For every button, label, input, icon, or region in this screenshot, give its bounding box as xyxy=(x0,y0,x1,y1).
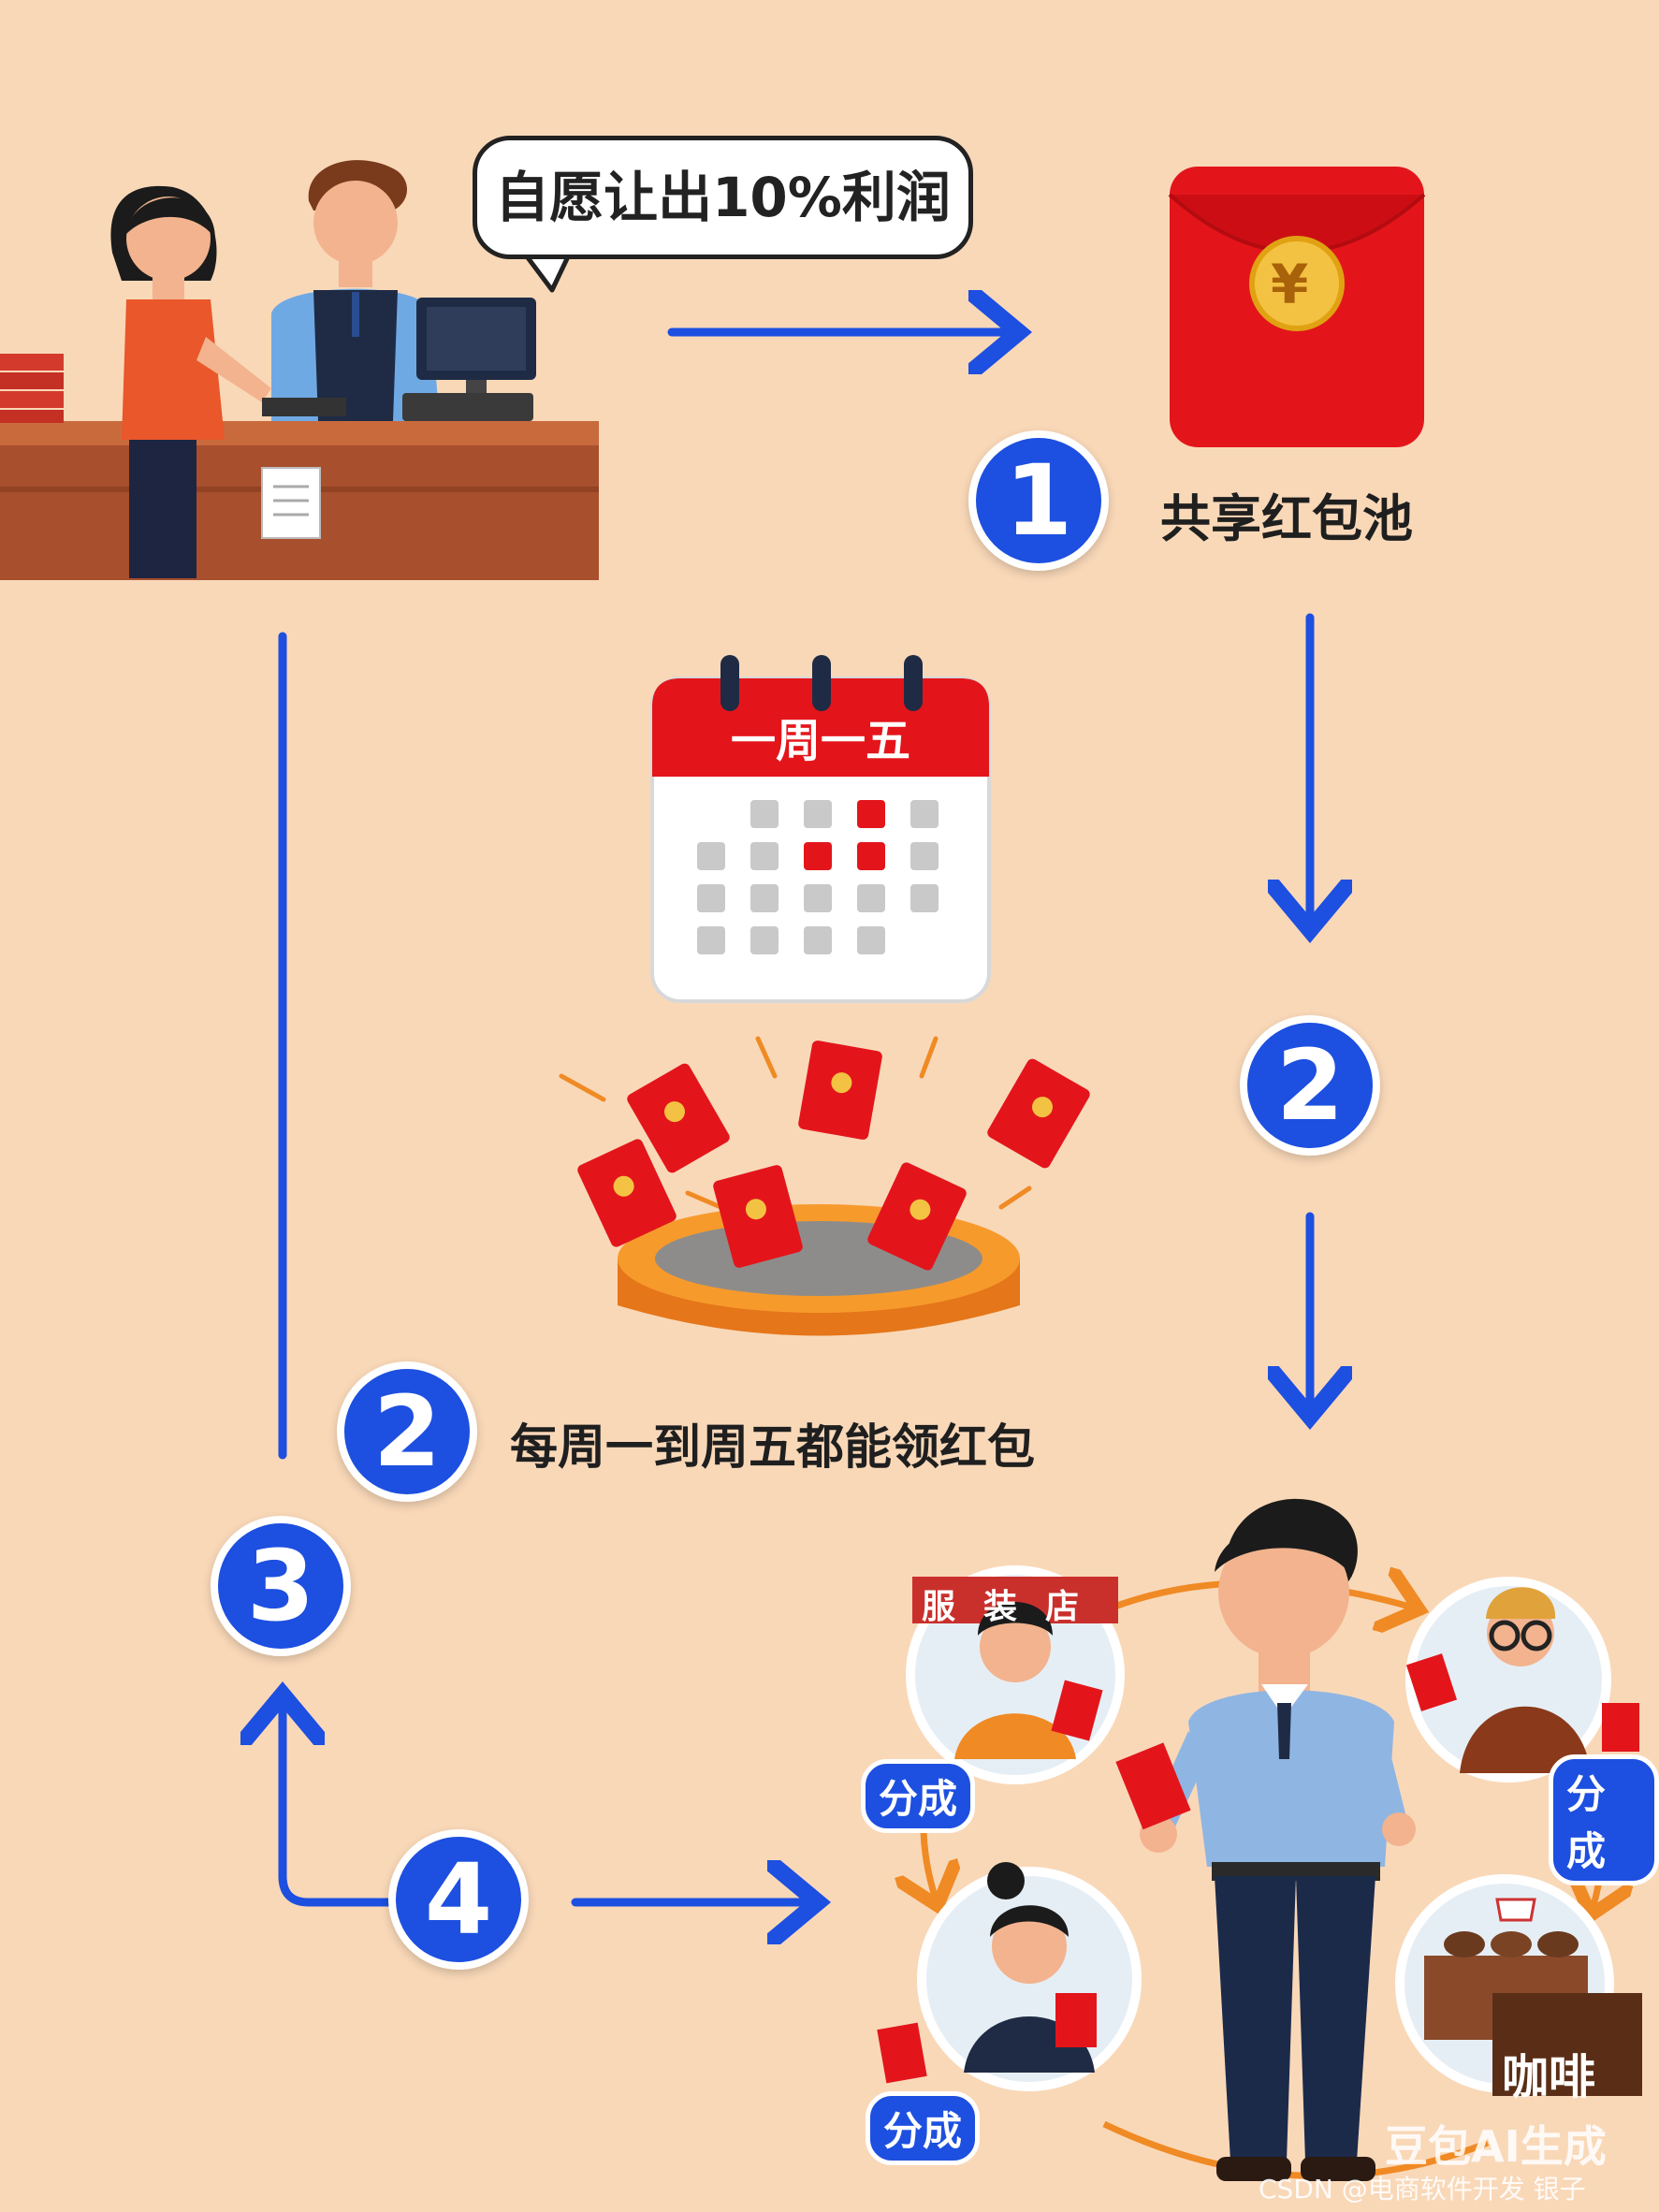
calendar-day-cell xyxy=(697,842,725,870)
step-2-label: 每周一到周五都能领红包 xyxy=(510,1408,1035,1477)
step-2-badge-right: 2 xyxy=(1240,1015,1380,1156)
csdn-credit: CSDN @电商软件开发 银子 xyxy=(1259,2169,1586,2206)
calendar-day-cell xyxy=(910,884,939,912)
calendar-day-cell xyxy=(910,842,939,870)
red-packet-burst-icon xyxy=(561,1039,1092,1336)
step-1-label: 共享红包池 xyxy=(1160,477,1413,551)
ai-watermark: 豆包AI生成 xyxy=(1385,2113,1607,2175)
step-1-badge: 1 xyxy=(968,430,1109,571)
calendar-day-cell xyxy=(750,884,779,912)
clothing-shop-sign: 服装店 xyxy=(922,1579,1107,1628)
share-tag-woman: 分成 xyxy=(866,2091,980,2165)
step-4-badge: 4 xyxy=(388,1829,529,1970)
calendar-day-cell xyxy=(697,926,725,954)
speech-bubble: 自愿让出10%利润 xyxy=(473,136,973,259)
customer-man-icon xyxy=(1115,1499,1416,2181)
flying-red-packet xyxy=(797,1040,883,1141)
cafe-sign: 咖啡 xyxy=(1502,2040,1595,2107)
calendar-day-cell xyxy=(804,926,832,954)
flying-red-packet xyxy=(985,1056,1092,1170)
calendar-day-cell xyxy=(697,884,725,912)
calendar-day-cell xyxy=(804,884,832,912)
share-tag-glasses-man: 分成 xyxy=(1549,1754,1659,1885)
calendar-day-cell xyxy=(857,884,885,912)
share-tag-clothing: 分成 xyxy=(861,1759,975,1833)
calendar-day-cell xyxy=(750,800,779,828)
calendar-day-cell xyxy=(750,926,779,954)
yuan-symbol: ¥ xyxy=(1271,253,1308,316)
step-3-badge: 3 xyxy=(211,1516,351,1656)
calendar-day-cell xyxy=(804,800,832,828)
calendar-day-cell xyxy=(857,926,885,954)
step-2-badge-left: 2 xyxy=(337,1361,477,1502)
calendar-header-label: 一周一五 xyxy=(652,704,989,769)
calendar-day-cell xyxy=(750,842,779,870)
calendar-day-cell xyxy=(804,842,832,870)
calendar-day-cell xyxy=(910,800,939,828)
calendar-day-cell xyxy=(857,842,885,870)
calendar-day-cell xyxy=(857,800,885,828)
